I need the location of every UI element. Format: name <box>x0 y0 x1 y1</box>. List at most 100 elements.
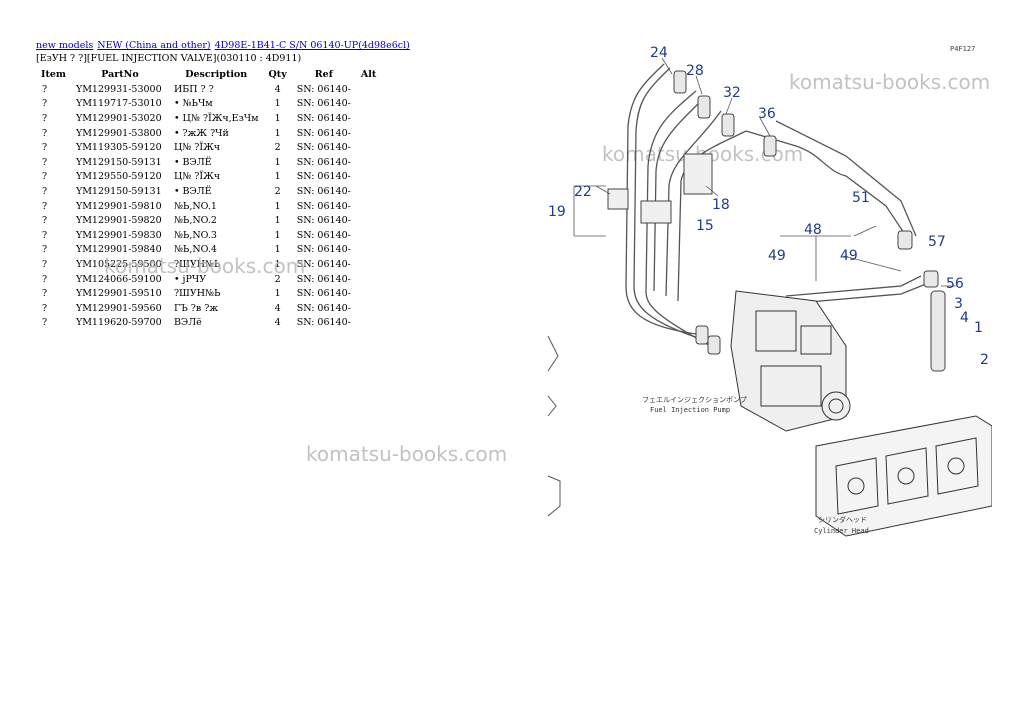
callout-28: 28 <box>686 63 704 79</box>
callout-4: 4 <box>960 310 969 326</box>
cell-alt <box>356 301 381 316</box>
cell-item: ? <box>42 98 48 110</box>
cell-alt <box>356 140 381 155</box>
callout-1: 1 <box>974 320 983 336</box>
cell-alt <box>356 126 381 141</box>
cell-alt <box>356 243 381 258</box>
cell-qty: 1 <box>274 200 281 212</box>
cell-ref: SN: 06140- <box>296 185 351 197</box>
callout-48: 48 <box>804 222 822 238</box>
cell-ref: SN: 06140- <box>296 317 351 329</box>
cell-description: • јРЧУ <box>173 273 207 285</box>
callout-15: 15 <box>696 218 714 234</box>
cell-item: ? <box>42 244 48 256</box>
cell-alt <box>356 257 381 272</box>
cell-alt <box>356 155 381 170</box>
cell-qty: 1 <box>274 127 281 139</box>
cell-description: • ?жЖ ?Чй <box>173 127 229 139</box>
cell-partno: YM129901-59510 <box>75 288 162 300</box>
cell-item: ? <box>42 215 48 227</box>
cell-ref: SN: 06140- <box>296 112 351 124</box>
page-subtitle: [ЕзУН ? ?][FUEL INJECTION VALVE](030110 … <box>36 53 302 64</box>
cell-qty: 1 <box>274 229 281 241</box>
cell-description: ВЭЛё <box>173 317 202 329</box>
cell-alt <box>356 286 381 301</box>
header-ref: Ref <box>314 69 333 80</box>
breadcrumb-link-new-china[interactable]: NEW (China and other) <box>97 40 211 51</box>
cell-description: Ц№ ?ЇЖч <box>173 171 221 183</box>
cell-description: №Ь,NO.1 <box>173 200 217 212</box>
cell-item: ? <box>42 273 48 285</box>
cell-description: ?ШУН№Ь <box>173 258 221 270</box>
cell-item: ? <box>42 142 48 154</box>
cell-alt <box>356 170 381 185</box>
cell-alt <box>356 213 381 228</box>
cell-ref: SN: 06140- <box>296 171 351 183</box>
cell-description: №Ь,NO.4 <box>173 244 217 256</box>
cell-description: • Ц№ ?ЇЖч,ЕзЧм <box>173 112 259 124</box>
callout-2: 2 <box>980 352 989 368</box>
callout-24: 24 <box>650 45 668 61</box>
watermark-center: komatsu-books.com <box>306 442 508 466</box>
cell-ref: SN: 06140- <box>296 215 351 227</box>
cell-item: ? <box>42 156 48 168</box>
cell-qty: 2 <box>274 185 281 197</box>
cell-partno: YM124066-59100 <box>75 273 162 285</box>
cell-alt <box>356 82 381 97</box>
label-head-en: Cylinder Head <box>814 527 869 535</box>
cell-qty: 2 <box>274 142 281 154</box>
cell-description: ГЪ ?в ?ж <box>173 302 219 314</box>
cell-alt <box>356 228 381 243</box>
cell-partno: YM129550-59120 <box>75 171 162 183</box>
cell-partno: YM119305-59120 <box>75 142 162 154</box>
cell-description: №Ь,NO.3 <box>173 229 217 241</box>
header-item: Item <box>41 69 66 80</box>
callout-51: 51 <box>852 190 870 206</box>
cell-ref: SN: 06140- <box>296 244 351 256</box>
cell-item: ? <box>42 229 48 241</box>
cell-partno: YM129901-59830 <box>75 229 162 241</box>
cell-partno: YM129901-59560 <box>75 302 162 314</box>
breadcrumb-link-model[interactable]: 4D98E-1B41-C S/N 06140-UP(4d98e6cl) <box>214 40 410 51</box>
callout-22: 22 <box>574 184 592 200</box>
cell-alt <box>356 97 381 112</box>
cell-partno: YM105225-59500 <box>75 258 162 270</box>
callout-36: 36 <box>758 106 776 122</box>
cell-qty: 1 <box>274 215 281 227</box>
cell-description: ?ШУН№Ь <box>173 288 221 300</box>
cell-partno: YM119620-59700 <box>75 317 162 329</box>
cell-item: ? <box>42 258 48 270</box>
cell-partno: YM119717-53010 <box>75 98 162 110</box>
cell-qty: 1 <box>274 288 281 300</box>
cell-description: ИБП ? ? <box>173 83 214 95</box>
header-qty: Qty <box>268 69 287 80</box>
cell-item: ? <box>42 171 48 183</box>
cell-partno: YM129901-59840 <box>75 244 162 256</box>
cell-ref: SN: 06140- <box>296 83 351 95</box>
cell-description: №Ь,NO.2 <box>173 215 217 227</box>
cell-alt <box>356 272 381 287</box>
cell-item: ? <box>42 112 48 124</box>
cell-partno: YM129901-59810 <box>75 200 162 212</box>
callout-57: 57 <box>928 234 946 250</box>
callout-49-right: 49 <box>840 248 858 264</box>
cell-ref: SN: 06140- <box>296 200 351 212</box>
cell-qty: 1 <box>274 156 281 168</box>
cell-qty: 4 <box>274 83 281 95</box>
cell-partno: YM129150-59131 <box>75 185 162 197</box>
diagram-page-code: P4F127 <box>950 45 975 53</box>
cell-ref: SN: 06140- <box>296 258 351 270</box>
cell-qty: 1 <box>274 171 281 183</box>
breadcrumb-link-new-models[interactable]: new models <box>36 40 94 51</box>
label-pump-en: Fuel Injection Pump <box>650 406 730 414</box>
cell-ref: SN: 06140- <box>296 156 351 168</box>
cell-description: • №ЬЧм <box>173 98 213 110</box>
callout-49-left: 49 <box>768 248 786 264</box>
cell-item: ? <box>42 83 48 95</box>
